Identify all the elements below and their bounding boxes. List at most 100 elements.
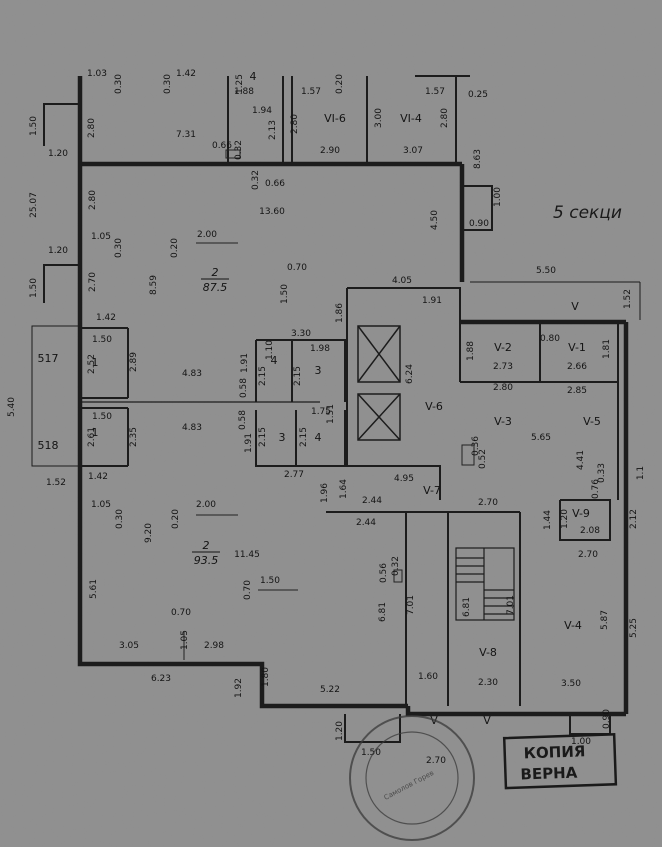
vertical-dimension-label: 0.30 [115,509,125,529]
dimension-label: 3.50 [561,679,581,689]
vertical-dimension-label: 0.70 [243,580,253,600]
vertical-dimension-label: 1.91 [244,433,254,453]
staircase [455,547,515,621]
dimension-label: 13.60 [259,207,285,217]
dimension-label: 1.75 [311,407,331,417]
dimension-label: 0.90 [469,219,489,229]
vertical-dimension-label: 2.70 [88,272,98,292]
room-label: 517 [38,352,59,365]
dimension-label: 1.20 [48,149,68,159]
dimension-label: 2.70 [478,498,498,508]
vertical-dimension-label: 6.81 [378,602,388,622]
vertical-dimension-label: 9.20 [144,523,154,543]
dimension-label: 11.45 [234,550,260,560]
room-label: 3 [279,431,286,444]
vertical-dimension-label: 5.61 [89,579,99,599]
dimension-label: 1.94 [252,106,272,116]
vertical-dimension-label: 0.90 [602,709,612,729]
vertical-dimension-label: 5.87 [600,610,610,630]
dimension-leaders [183,149,475,660]
room-label: V-3 [494,415,512,428]
outer-walls [77,76,629,717]
dimension-label: 1.57 [425,87,445,97]
vertical-dimension-label: 0.32 [391,556,401,576]
vertical-dimension-label: 0.36 [471,436,481,456]
dimension-label: 2.70 [426,756,446,766]
dimension-label: 1.20 [48,246,68,256]
vertical-dimension-label: 1.1 [636,466,646,480]
vertical-dimension-label: 7.01 [406,595,416,615]
dimension-label: 1.50 [92,412,112,422]
vertical-dimension-label: 0.20 [170,238,180,258]
vertical-dimension-label: 0.20 [171,509,181,529]
vertical-dimension-label: 6.24 [405,364,415,384]
dimension-label: 1.52 [46,478,66,488]
vertical-dimension-label: 1.64 [339,479,349,499]
dimension-label: 2.00 [196,500,216,510]
room-label: 3 [315,364,322,377]
dimension-label: 2.80 [493,383,513,393]
vertical-dimension-label: 2.80 [440,108,450,128]
room-label: 518 [38,439,59,452]
vertical-dimension-label: 2.61 [87,427,97,447]
vertical-dimension-label: 8.59 [149,275,159,295]
vertical-dimension-label: 3.00 [374,108,384,128]
dimension-label: 4.05 [392,276,412,286]
vertical-dimension-label: 1.51 [326,404,336,424]
dimension-label: 1.98 [310,344,330,354]
elevator-shaft-lower [357,393,401,441]
vertical-dimension-label: 0.32 [251,170,261,190]
dimension-label: 1.42 [96,313,116,323]
dimension-label: 2.77 [284,470,304,480]
dimension-label: 5.22 [320,685,340,695]
vertical-dimension-label: 4.41 [576,450,586,470]
vertical-dimension-label: 0.30 [114,74,124,94]
dimension-label: 1.60 [418,672,438,682]
dimension-label: 1.91 [422,296,442,306]
room-label: V-8 [479,646,497,659]
room-label: V-9 [572,507,590,520]
dimension-label: 2.44 [356,518,376,528]
room-label: V [483,714,491,727]
dimension-label: 0.66 [212,141,232,151]
vertical-dimension-label: 0.30 [163,74,173,94]
vertical-dimension-label: 1.05 [180,630,190,650]
vertical-dimension-label: 0.58 [238,410,248,430]
area-room-number: 2 [203,539,210,552]
vertical-dimension-label: 2.80 [88,190,98,210]
vertical-dimension-label: 2.35 [129,427,139,447]
dimension-label: 4.95 [394,474,414,484]
dimension-label: 1.50 [92,335,112,345]
vertical-dimension-label: 1.20 [335,721,345,741]
vertical-dimension-label: 1.25 [235,74,245,94]
dimension-label: 4.83 [182,369,202,379]
vertical-dimension-label: 2.13 [268,120,278,140]
dimension-label: 2.08 [580,526,600,536]
vertical-dimension-label: 1.00 [493,187,503,207]
dimension-label: 7.31 [176,130,196,140]
stamp-line1: КОПИЯ [523,742,585,762]
dimension-label: 0.70 [171,608,191,618]
vertical-dimension-label: 2.80 [87,118,97,138]
vertical-dimension-label: 1.50 [29,278,39,298]
room-label: 4 [250,70,257,83]
dimension-label: 2.85 [567,386,587,396]
vertical-dimension-label: 0.56 [379,563,389,583]
dimension-label: 2.44 [362,496,382,506]
vertical-dimension-label: 1.91 [240,353,250,373]
room-label: VI-6 [324,112,346,125]
dimension-label: 0.25 [468,90,488,100]
dimension-label: 1.42 [176,69,196,79]
vertical-dimension-label: 2.15 [293,366,303,386]
dimension-label: 1.05 [91,500,111,510]
room-label: VI-4 [400,112,422,125]
dimension-label: 1.03 [87,69,107,79]
vertical-dimension-label: 1.10 [265,340,275,360]
vertical-dimension-label: 0.30 [114,238,124,258]
dimension-label: 2.66 [567,362,587,372]
elevator-shaft-upper [357,325,401,383]
vertical-dimension-label: 2.15 [258,366,268,386]
